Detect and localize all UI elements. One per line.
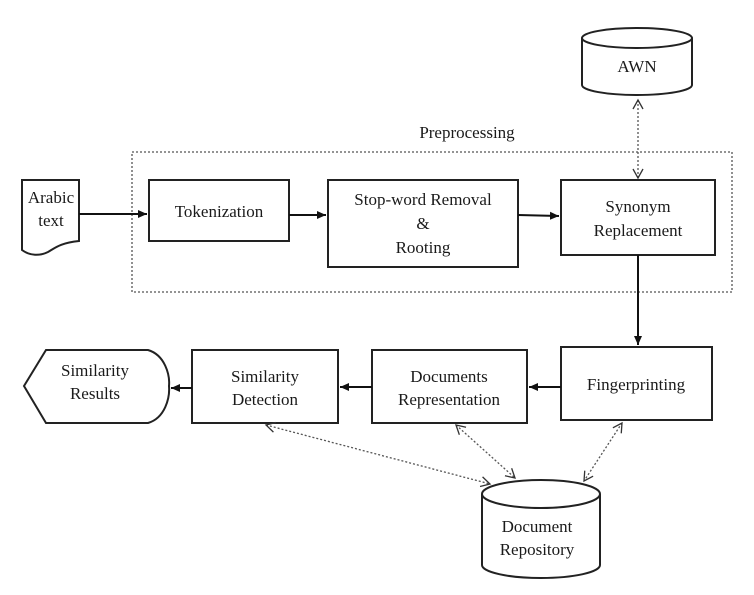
- stopword-label-line1: Stop-word Removal: [354, 190, 492, 209]
- similarity-detection-box: Similarity Detection: [191, 349, 339, 424]
- sim-detect-label-line2: Detection: [232, 390, 299, 409]
- doc-repr-label-line1: Documents: [410, 367, 487, 386]
- edge-stopword-to-synonym: [517, 211, 560, 220]
- stopword-label-line3: Rooting: [396, 238, 451, 257]
- synonym-label-line1: Synonym: [605, 197, 670, 216]
- doc-repr-label-line2: Representation: [398, 390, 500, 409]
- preprocessing-group: [131, 151, 733, 293]
- synonym-replacement-box: Synonym Replacement: [560, 179, 716, 256]
- sim-results-label-line1: Similarity: [61, 361, 130, 380]
- synonym-label-line2: Replacement: [594, 221, 683, 240]
- fingerprinting-label: Fingerprinting: [587, 375, 686, 394]
- arabic-text-document: Arabic text: [21, 179, 80, 256]
- arabic-text-label-line2: text: [38, 211, 64, 230]
- tokenization-label: Tokenization: [175, 202, 264, 221]
- edge-repo-fingerprinting: [583, 421, 623, 483]
- stopword-label-line2: &: [416, 214, 429, 233]
- doc-repo-label-line2: Repository: [500, 540, 575, 559]
- similarity-results-display: Similarity Results: [22, 349, 171, 424]
- documents-representation-box: Documents Representation: [371, 349, 528, 424]
- document-repository-database: Document Repository: [481, 479, 601, 579]
- awn-label: AWN: [617, 57, 656, 76]
- preprocessing-label: Preprocessing: [419, 123, 515, 142]
- doc-repo-label-line1: Document: [502, 517, 573, 536]
- edge-repo-simdetect: [264, 421, 492, 488]
- sim-results-label-line2: Results: [70, 384, 120, 403]
- awn-database: AWN: [581, 27, 693, 96]
- arabic-text-label-line1: Arabic: [28, 188, 75, 207]
- stopword-rooting-box: Stop-word Removal & Rooting: [327, 179, 519, 268]
- tokenization-box: Tokenization: [148, 179, 290, 242]
- fingerprinting-box: Fingerprinting: [560, 346, 713, 421]
- edge-repo-docrepr: [455, 424, 516, 479]
- sim-detect-label-line1: Similarity: [231, 367, 300, 386]
